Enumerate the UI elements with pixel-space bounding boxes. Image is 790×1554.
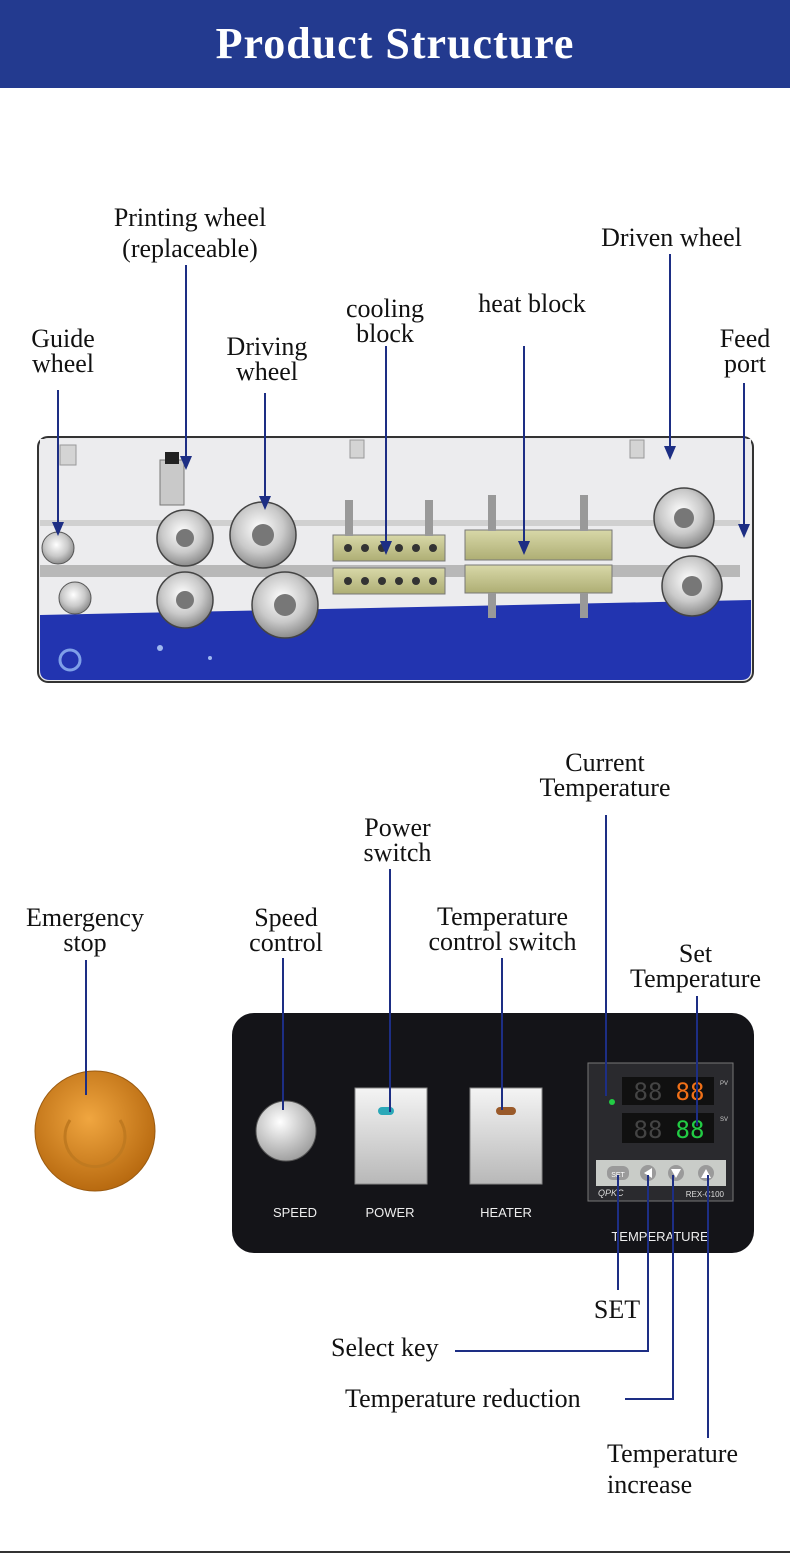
speed-print: SPEED <box>273 1205 317 1220</box>
control-panel: SPEED POWER HEATER 88 88 88 88 PV SV SET… <box>232 1013 754 1253</box>
heater-print: HEATER <box>480 1205 532 1220</box>
brand-print: QPKC <box>598 1188 624 1198</box>
sealing-machine <box>37 436 754 683</box>
svg-text:88: 88 <box>676 1116 705 1144</box>
label-power-switch: Power switch <box>350 813 445 867</box>
label-driven-wheel-text: Driven wheel <box>601 223 742 252</box>
label-temperature-control-switch: Temperature control switch <box>410 902 595 956</box>
label-current-temperature: Current Temperature <box>520 748 690 802</box>
label-printing-wheel-line2: (replaceable) <box>122 234 258 263</box>
label-cooling-block-line1: cooling <box>346 294 424 323</box>
label-cooling-block-line2: block <box>356 319 414 348</box>
label-select-key: Select key <box>331 1333 439 1362</box>
label-guide-wheel-line2: wheel <box>31 349 95 378</box>
label-emergency-stop-line1: Emergency <box>26 903 144 932</box>
label-temperature-control-line2: control switch <box>428 927 577 956</box>
header-banner: Product Structure <box>0 0 790 88</box>
label-heat-block-text: heat block <box>478 289 586 318</box>
svg-text:88: 88 <box>676 1078 705 1106</box>
panel-leader-lines <box>85 815 709 1438</box>
label-temperature-reduction-text: Temperature reduction <box>345 1384 581 1413</box>
label-feed-port-line2: port <box>724 349 766 378</box>
label-current-temperature-line2: Temperature <box>539 773 671 802</box>
label-temperature-reduction: Temperature reduction <box>345 1384 581 1413</box>
label-heat-block: heat block <box>462 289 602 318</box>
power-print: POWER <box>365 1205 414 1220</box>
label-set-temperature-line1: Set <box>678 939 713 968</box>
label-set-temperature: Set Temperature <box>613 939 778 993</box>
label-guide-wheel-line1: Guide <box>31 324 95 353</box>
bottom-divider <box>0 1551 790 1553</box>
emergency-stop-button <box>34 1070 156 1192</box>
svg-text:88: 88 <box>634 1116 663 1144</box>
label-temperature-control-line1: Temperature <box>437 902 568 931</box>
label-speed-control-line1: Speed <box>254 903 318 932</box>
label-temperature-increase: Temperature increase <box>607 1439 738 1499</box>
sv-print: SV <box>720 1117 728 1123</box>
svg-text:88: 88 <box>634 1078 663 1106</box>
label-set-temperature-line2: Temperature <box>630 964 761 993</box>
pv-print: PV <box>720 1081 728 1087</box>
label-feed-port: Feed port <box>706 324 784 378</box>
label-set-key: SET <box>584 1295 650 1324</box>
label-emergency-stop: Emergency stop <box>10 903 160 957</box>
label-driven-wheel: Driven wheel <box>584 223 759 252</box>
label-temperature-increase-line2: increase <box>607 1470 693 1499</box>
machine-leader-lines <box>52 254 750 555</box>
label-speed-control-line2: control <box>249 928 323 957</box>
label-temperature-increase-line1: Temperature <box>607 1439 738 1468</box>
label-speed-control: Speed control <box>236 903 336 957</box>
label-set-key-text: SET <box>593 1295 641 1324</box>
label-select-key-text: Select key <box>331 1333 439 1362</box>
label-power-switch-line1: Power <box>364 813 431 842</box>
label-driving-wheel-line1: Driving <box>226 332 308 361</box>
label-cooling-block: cooling block <box>330 294 440 348</box>
label-current-temperature-line1: Current <box>565 748 645 777</box>
label-emergency-stop-line2: stop <box>63 928 107 957</box>
label-driving-wheel-line2: wheel <box>235 357 299 386</box>
label-feed-port-line1: Feed <box>719 324 771 353</box>
label-driving-wheel: Driving wheel <box>212 332 322 386</box>
temperature-print: TEMPERATURE <box>611 1229 709 1244</box>
label-printing-wheel-line1: Printing wheel <box>113 203 267 232</box>
label-power-switch-line2: switch <box>363 838 432 867</box>
model-print: REX-C100 <box>686 1190 725 1199</box>
page-title: Product Structure <box>215 19 575 68</box>
label-printing-wheel: Printing wheel (replaceable) <box>100 203 280 263</box>
label-guide-wheel: Guide wheel <box>18 324 108 378</box>
